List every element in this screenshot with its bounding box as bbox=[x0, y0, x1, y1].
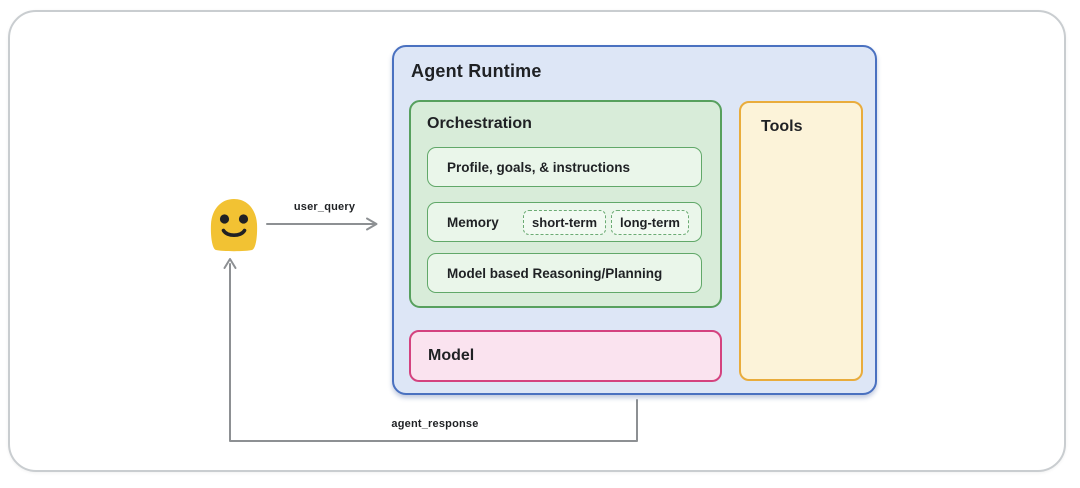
model-label: Model bbox=[428, 347, 475, 364]
long-term-chip: long-term bbox=[611, 209, 689, 235]
profile-goals-instructions-box: Profile, goals, & instructions bbox=[427, 147, 702, 187]
memory-chips: short-term long-term bbox=[523, 209, 689, 235]
memory-label: Memory bbox=[447, 214, 499, 230]
user-icon bbox=[208, 197, 260, 253]
short-term-chip: short-term bbox=[523, 209, 607, 235]
reasoning-planning-box: Model based Reasoning/Planning bbox=[427, 253, 702, 293]
profile-goals-instructions-label: Profile, goals, & instructions bbox=[447, 159, 631, 175]
user-query-label: user_query bbox=[293, 201, 356, 213]
smiley-face-icon bbox=[210, 199, 258, 252]
tools-label: Tools bbox=[761, 118, 803, 135]
agent-response-label: agent_response bbox=[391, 418, 479, 430]
agent-runtime-title: Agent Runtime bbox=[411, 61, 542, 81]
agent-runtime-box: Agent Runtime Orchestration Profile, goa… bbox=[392, 45, 877, 395]
orchestration-title: Orchestration bbox=[427, 115, 532, 132]
orchestration-box: Orchestration Profile, goals, & instruct… bbox=[409, 100, 722, 308]
reasoning-planning-label: Model based Reasoning/Planning bbox=[447, 265, 663, 281]
memory-box: Memory short-term long-term bbox=[427, 202, 702, 242]
model-box: Model bbox=[409, 330, 722, 382]
tools-box: Tools bbox=[739, 101, 863, 381]
